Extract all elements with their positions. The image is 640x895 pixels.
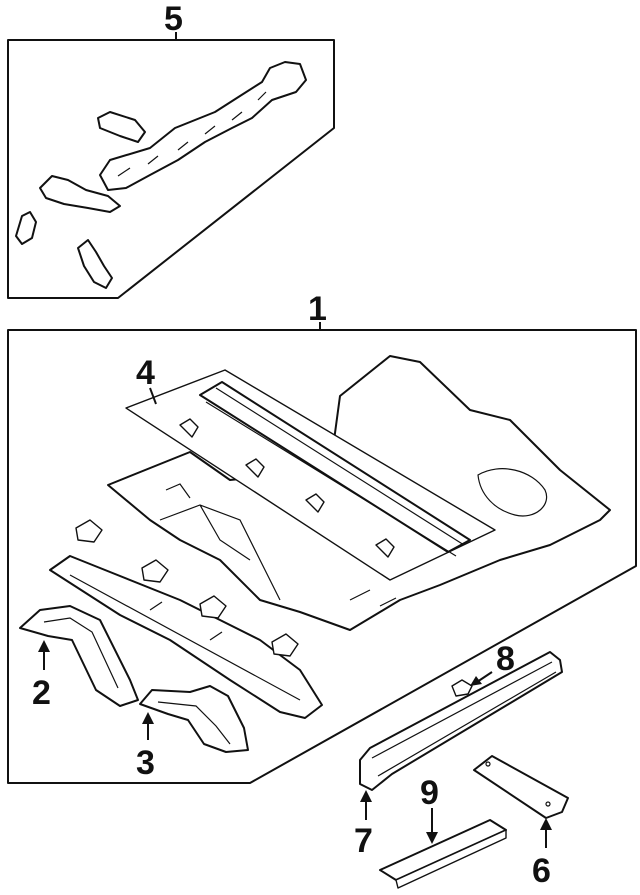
rail-bracket-lower [77,239,113,289]
callout-7-label: 7 [354,822,373,860]
rail-clip [15,211,37,245]
part-7-rocker-panel-edge [371,661,557,777]
rail-crossmember [99,61,307,191]
part-6-group: 6 [473,755,569,890]
part-7-rocker-panel [359,651,563,791]
bracket-a [75,519,103,543]
part-4-panel-outline [125,369,496,581]
callout-2-label: 2 [32,674,51,712]
part-3-bracket [139,685,249,753]
part-9-pad-side [395,829,507,889]
part-3-bracket-ribs [157,701,231,745]
bracket-b [141,559,169,583]
group-5-rail-assembly: 5 [7,0,335,299]
bracket-c [199,595,227,619]
callout-5-label: 5 [164,0,183,38]
group-5-box-outline [7,39,335,299]
floor-pan-tunnel [159,504,281,601]
part-9-pad [379,819,507,881]
callout-9-arrow [426,832,438,844]
callout-6-arrow [540,818,552,830]
callout-2-arrow [38,640,50,652]
callout-7-arrow [360,790,372,802]
part-9-group: 9 [379,774,507,889]
callout-4-label: 4 [136,354,155,392]
floor-pan-ribs [165,483,397,607]
part-6-plate-holes [485,761,551,807]
part-4-tabs [179,418,395,558]
rail-bracket-upper [97,111,146,143]
floor-pan-wheelhouse [477,468,548,517]
callout-8-label: 8 [496,640,515,678]
rail-bracket-curved [39,175,121,213]
part-6-plate [473,755,569,819]
part-2-bracket-ribs [43,617,119,689]
callout-9-label: 9 [420,774,439,812]
callout-1-label: 1 [308,290,327,328]
side-rail-ribs [69,574,301,701]
bracket-d [271,633,299,657]
callout-8-arrow [470,676,482,686]
callout-3-label: 3 [136,744,155,782]
side-rail [49,555,323,719]
group-1-box-outline [7,329,637,784]
part-8-clip [451,679,473,697]
callout-3-arrow [142,712,154,724]
callout-4-leader [149,387,157,405]
rail-crossmember-ribs [117,91,267,177]
group-1-floor-assembly: 1 4 2 3 [7,290,637,784]
callout-6-label: 6 [532,852,551,890]
part-2-bracket [19,605,139,707]
part-7-rocker-group: 8 7 [354,640,563,860]
part-4-crossmember-flange [205,387,465,557]
